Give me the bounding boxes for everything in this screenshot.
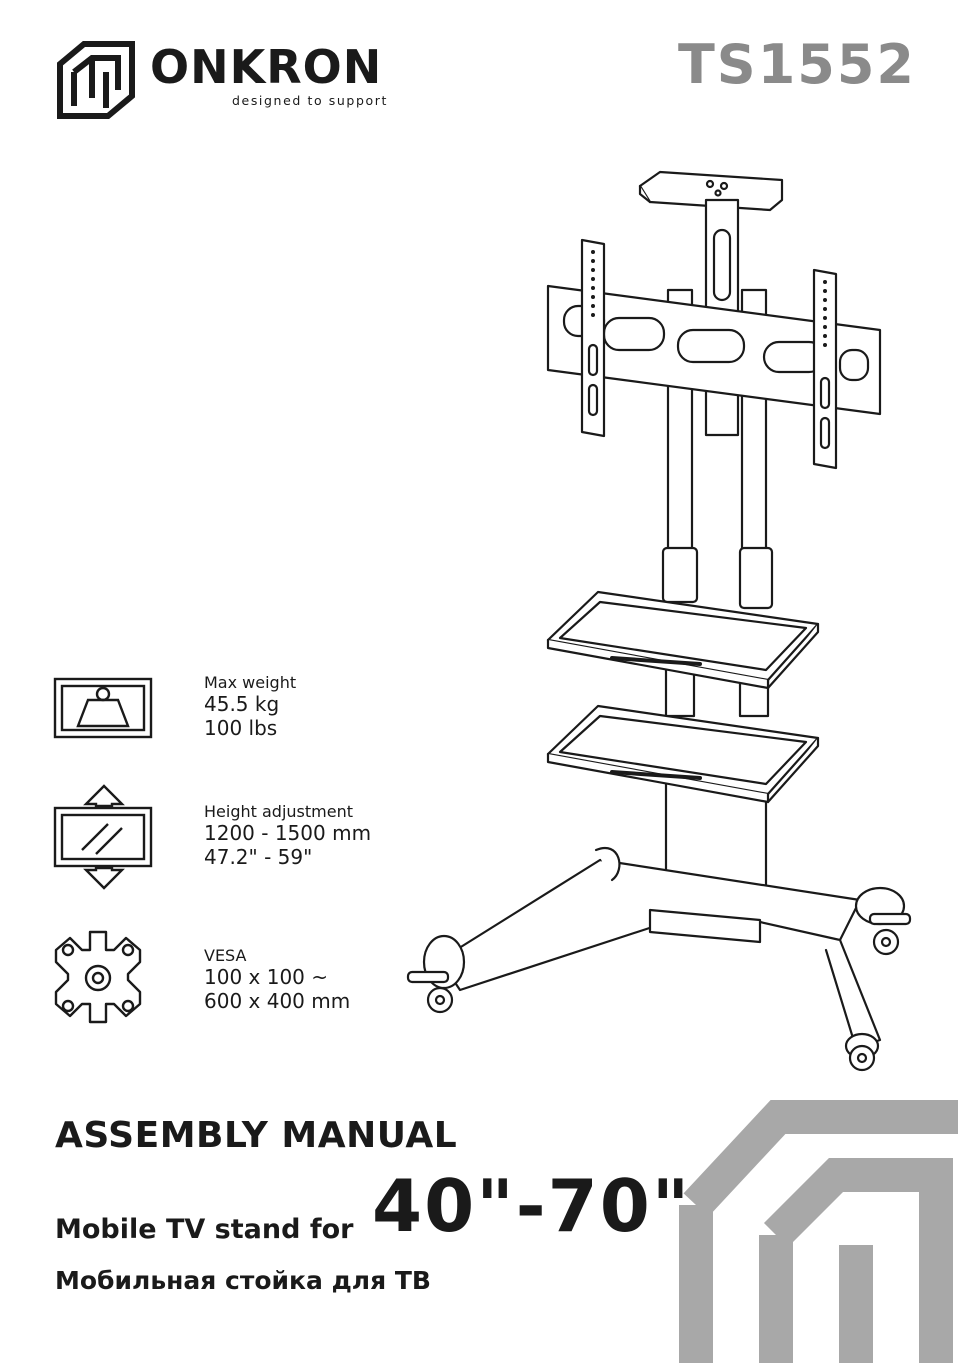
height-adjust-icon bbox=[53, 784, 153, 890]
brand-tagline: designed to support bbox=[232, 93, 388, 108]
spec-value: 100 x 100 ~ bbox=[204, 965, 329, 990]
spec-label: Max weight bbox=[204, 673, 297, 692]
product-subtitle: Mobile TV stand for bbox=[55, 1214, 354, 1245]
spec-max-weight: Max weight 45.5 kg 100 lbs bbox=[204, 673, 296, 740]
model-number: TS1552 bbox=[677, 33, 916, 96]
spec-value: 47.2" - 59" bbox=[204, 845, 313, 870]
manual-title: ASSEMBLY MANUAL bbox=[55, 1115, 458, 1156]
spec-height-adjustment: Height adjustment 1200 - 1500 mm 47.2" -… bbox=[204, 802, 371, 869]
mobile-tv-stand-illustration bbox=[406, 170, 912, 1072]
brand-name: ONKRON bbox=[150, 40, 383, 94]
screen-size-range: 40"-70" bbox=[372, 1164, 692, 1248]
spec-label: Height adjustment bbox=[204, 802, 353, 821]
spec-value: 100 lbs bbox=[204, 716, 278, 741]
product-subtitle-ru: Мобильная стойка для ТВ bbox=[55, 1266, 431, 1295]
vesa-icon bbox=[54, 930, 142, 1024]
spec-label: VESA bbox=[204, 946, 247, 965]
onkron-watermark-logo-icon bbox=[679, 1100, 958, 1363]
spec-value: 45.5 kg bbox=[204, 692, 280, 717]
onkron-logo-icon bbox=[57, 41, 135, 119]
spec-value: 1200 - 1500 mm bbox=[204, 821, 372, 846]
weight-icon bbox=[53, 677, 153, 739]
spec-value: 600 x 400 mm bbox=[204, 989, 351, 1014]
spec-vesa: VESA 100 x 100 ~ 600 x 400 mm bbox=[204, 946, 350, 1013]
